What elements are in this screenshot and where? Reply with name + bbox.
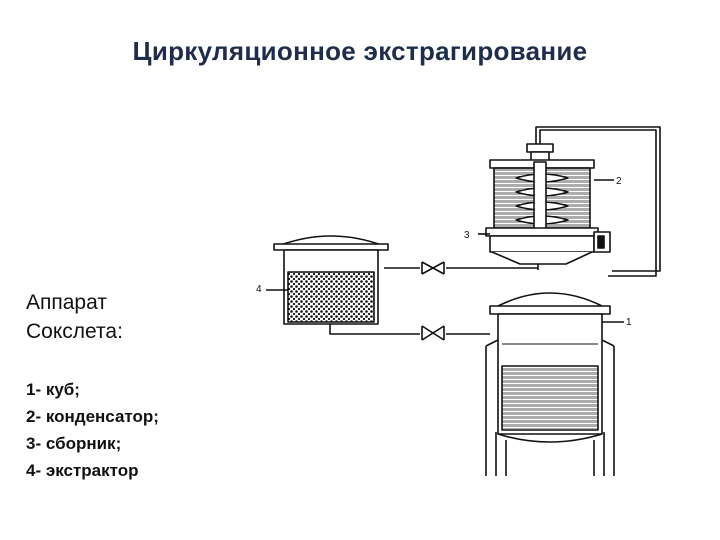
legend-item-extractor: 4- экстрактор bbox=[26, 461, 139, 480]
upper-valve bbox=[421, 261, 445, 275]
collector-number: 3 bbox=[464, 230, 470, 241]
legend-item-cube: 1- куб; bbox=[26, 380, 80, 399]
lower-valve bbox=[421, 325, 445, 341]
caption-line: Сокслета: bbox=[26, 320, 123, 343]
slide-title: Циркуляционное экстрагирование bbox=[132, 36, 588, 66]
caption-line: Аппарат bbox=[26, 291, 107, 314]
collector bbox=[478, 227, 611, 270]
condenser bbox=[489, 143, 614, 231]
legend-item-condenser: 2- конденсатор; bbox=[26, 407, 159, 426]
apparatus-caption: Аппарат Сокслета: bbox=[26, 288, 123, 346]
legend-list: 1- куб; 2- конденсатор; 3- сборник; 4- э… bbox=[26, 376, 159, 484]
condenser-number: 2 bbox=[616, 176, 622, 187]
return-pipe bbox=[539, 129, 657, 277]
cube-number: 1 bbox=[626, 317, 632, 328]
extractor-number: 4 bbox=[256, 284, 262, 295]
return-pipe-outer bbox=[535, 126, 661, 272]
cube bbox=[485, 292, 624, 476]
extractor bbox=[266, 235, 420, 335]
legend-item-collector: 3- сборник; bbox=[26, 434, 122, 453]
